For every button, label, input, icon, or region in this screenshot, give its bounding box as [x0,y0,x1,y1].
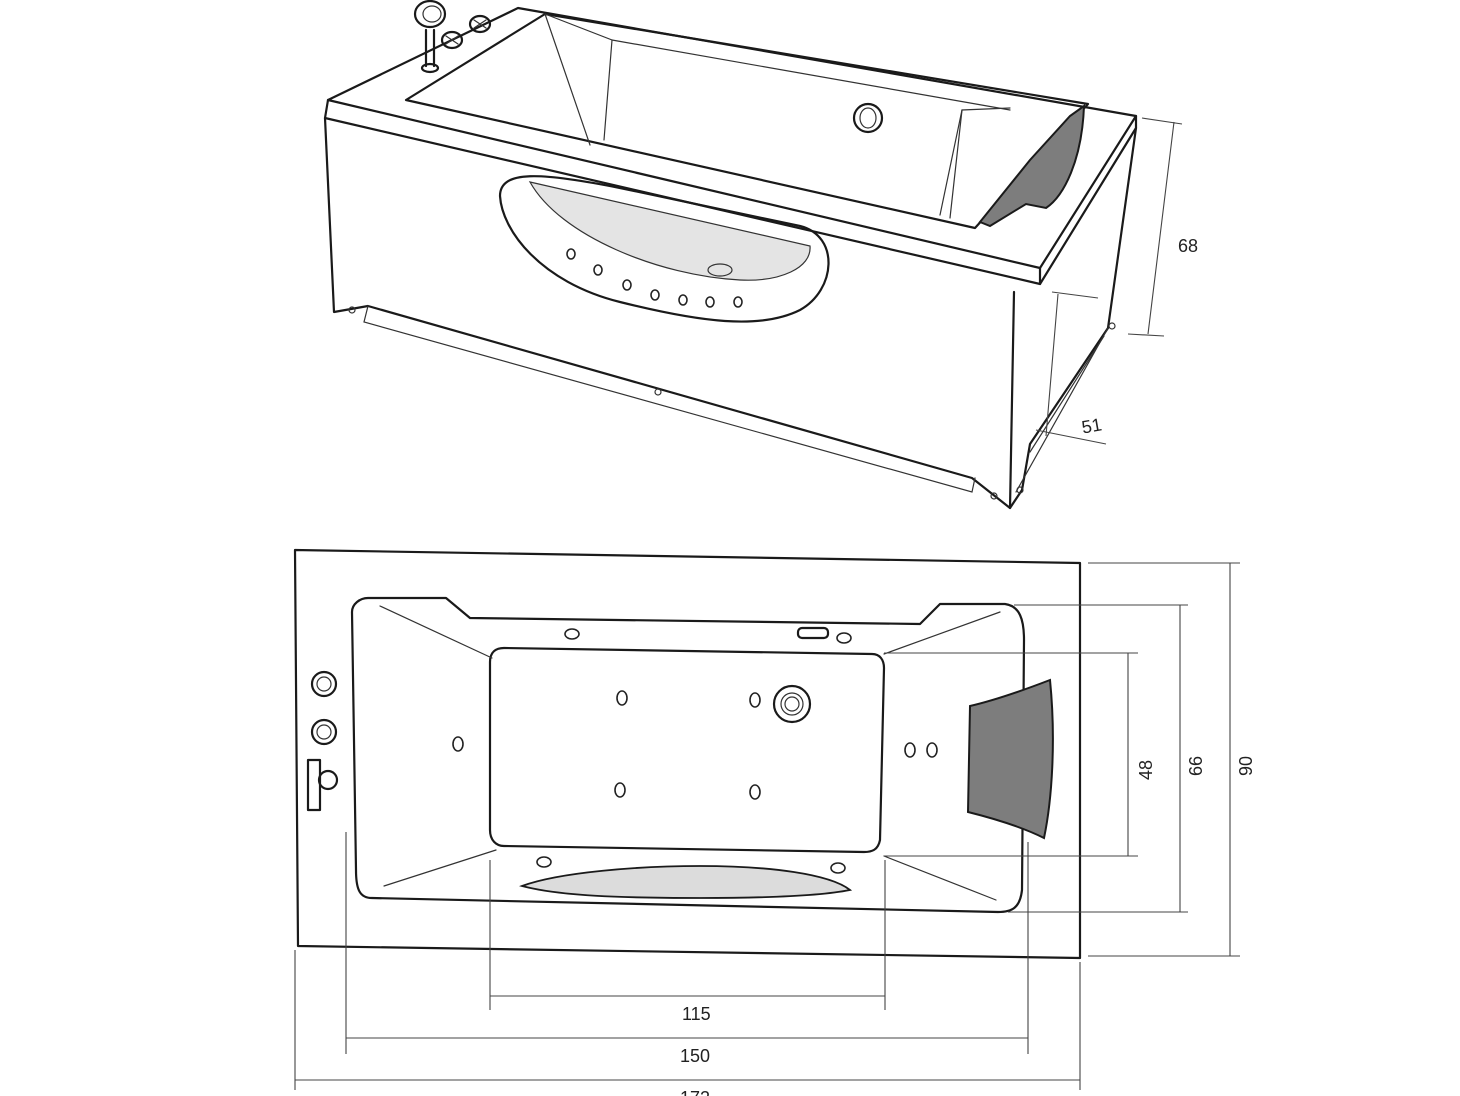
height-dimension-label: 68 [1178,236,1198,256]
headrest-icon [978,104,1086,228]
inner-width-dimension-label: 48 [1136,760,1156,780]
basin-width-dimension-label: 66 [1186,756,1206,776]
massage-jet-icon [452,628,938,874]
valve-knob-icon [440,14,492,50]
overall-width-dimension-label: 90 [1236,756,1256,776]
massage-jet-icon [566,248,743,308]
faucet-icon [420,28,440,74]
apron-depth-dimension-label: 51 [1080,414,1103,437]
hand-shower-icon [413,0,447,29]
basin-length-dimension-label: 150 [680,1046,710,1066]
overall-length-dimension-label: 172 [680,1088,710,1096]
faucet-icon [306,758,339,812]
overflow-drain-icon [772,684,812,724]
inner-length-dimension-label: 115 [682,1004,711,1024]
plan-view [293,548,1240,1090]
valve-knob-icon [310,670,338,746]
headrest-icon [966,678,1054,840]
perspective-view [323,0,1183,510]
overflow-drain-icon [852,102,884,134]
